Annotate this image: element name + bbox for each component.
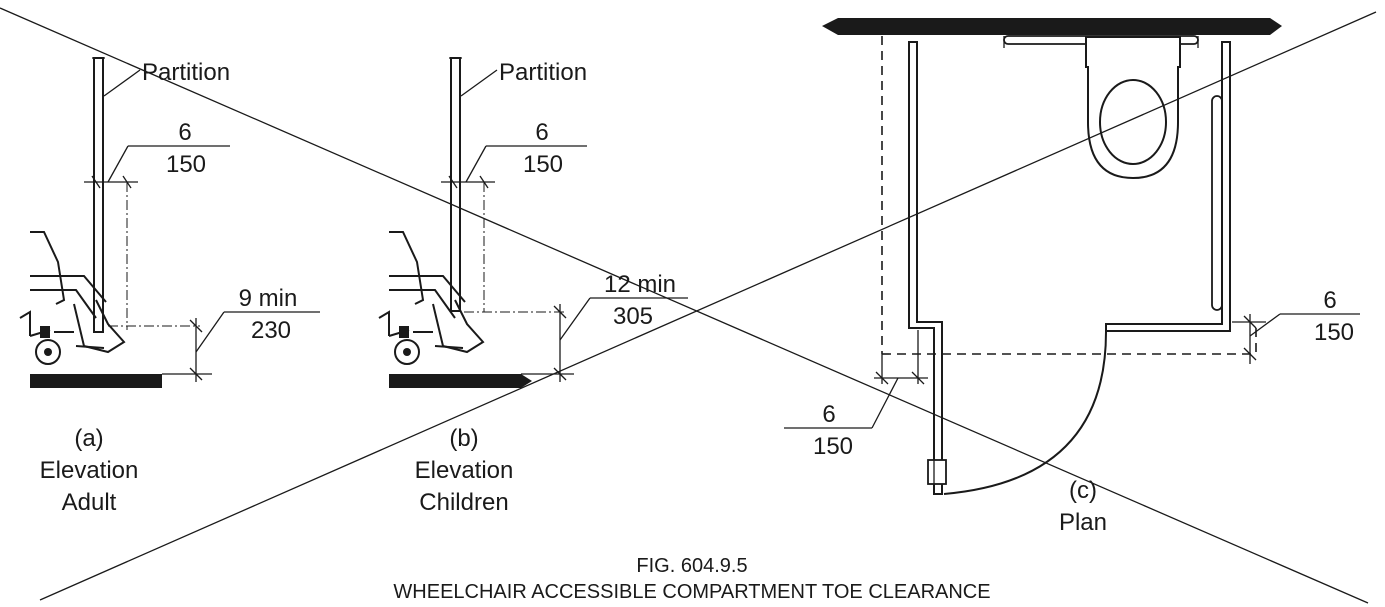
caption-a-letter: (a) xyxy=(74,425,103,452)
dim-a-230: 230 xyxy=(251,317,291,344)
right-partition xyxy=(1105,41,1231,332)
caption-b-line2: Children xyxy=(419,489,508,516)
figure-number: FIG. 604.9.5 xyxy=(636,555,747,577)
back-wall xyxy=(838,18,1270,35)
plan-view: 6 150 6 150 xyxy=(784,18,1360,495)
door-swing-arc xyxy=(943,331,1107,495)
left-partition xyxy=(908,41,943,495)
wheelchair-footrest-a xyxy=(19,231,126,365)
caption-a-line1: Elevation xyxy=(40,457,139,484)
caption-a-line2: Adult xyxy=(62,489,117,516)
elevation-adult: 6 150 9 min 230 Partition xyxy=(19,57,320,388)
dim-a-9min: 9 min xyxy=(239,285,298,312)
caption-c-letter: (c) xyxy=(1069,477,1097,504)
elevation-children: 6 150 12 min 305 Partition xyxy=(378,57,688,388)
partition-panel-b xyxy=(450,57,461,312)
caption-b-letter: (b) xyxy=(449,425,478,452)
floor-slab-a xyxy=(30,374,162,388)
caption-b-line1: Elevation xyxy=(415,457,514,484)
floor-slab-b xyxy=(389,374,521,388)
dim-b-305: 305 xyxy=(613,303,653,330)
dim-c-right-6: 6 xyxy=(1323,287,1336,314)
dim-c-right-150: 150 xyxy=(1314,319,1354,346)
dim-b-6: 6 xyxy=(535,119,548,146)
partition-label-b: Partition xyxy=(499,59,587,86)
dim-c-left-150: 150 xyxy=(813,433,853,460)
cross-out-lines xyxy=(0,7,1377,604)
caption-c-line1: Plan xyxy=(1059,509,1107,536)
figure-title: WHEELCHAIR ACCESSIBLE COMPARTMENT TOE CL… xyxy=(393,581,990,603)
partition-label-a: Partition xyxy=(142,59,230,86)
dim-c-left-6: 6 xyxy=(822,401,835,428)
side-grab-bar xyxy=(1211,95,1223,311)
dim-a-6: 6 xyxy=(178,119,191,146)
water-closet xyxy=(1085,36,1181,180)
wheelchair-footrest-b xyxy=(378,231,485,365)
door-hinge xyxy=(927,459,947,485)
dim-b-150: 150 xyxy=(523,151,563,178)
dim-a-150: 150 xyxy=(166,151,206,178)
